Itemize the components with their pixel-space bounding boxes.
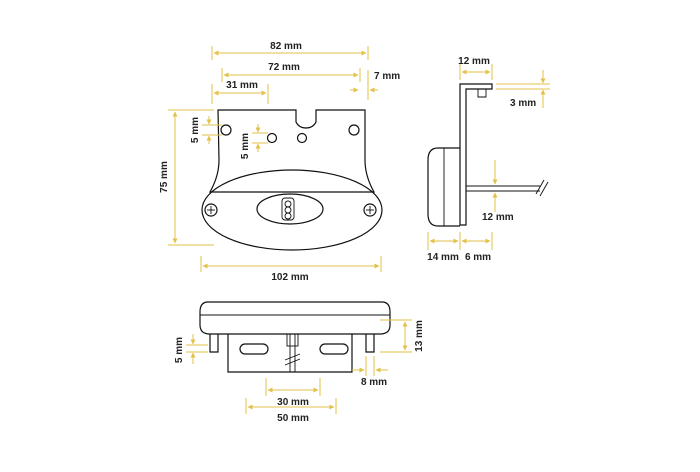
plate-hole-left	[220, 124, 232, 136]
dim-side-3: 3 mm	[496, 70, 550, 109]
screw-left	[204, 203, 218, 217]
dim-72: 72 mm	[221, 62, 361, 82]
dim-72-label: 72 mm	[268, 62, 300, 73]
dim-bottom-8: 8 mm	[352, 356, 388, 388]
bottom-view: 5 mm 13 mm 8 mm 30 mm 50	[174, 301, 425, 424]
screw-right	[363, 203, 377, 217]
bottom-lamp-body	[199, 301, 391, 335]
dim-82: 82 mm	[211, 41, 369, 60]
side-bracket	[459, 83, 493, 226]
dim-75: 75 mm	[159, 109, 214, 246]
dim-5-mid-label: 5 mm	[240, 133, 251, 159]
dim-75-label: 75 mm	[159, 161, 170, 193]
dim-7: 7 mm	[350, 70, 400, 100]
dim-bottom-13-label: 13 mm	[414, 320, 425, 352]
plate-hole-mid-2	[296, 132, 308, 144]
bottom-cable	[284, 333, 301, 372]
dim-102-label: 102 mm	[271, 272, 308, 283]
lamp-lens	[256, 193, 324, 225]
dim-5-mid: 5 mm	[240, 124, 268, 159]
plate-hole-mid-1	[266, 132, 278, 144]
dim-bottom-30-label: 30 mm	[277, 397, 309, 408]
bottom-tab-right	[365, 334, 375, 353]
dim-bottom-5: 5 mm	[174, 334, 208, 364]
dim-bottom-50: 50 mm	[245, 398, 337, 424]
dim-side-14-6: 14 mm 6 mm	[427, 232, 493, 263]
dim-bottom-5-label: 5 mm	[174, 337, 185, 363]
dim-bottom-13: 13 mm	[380, 319, 425, 353]
dim-82-label: 82 mm	[270, 41, 302, 52]
dim-bottom-50-label: 50 mm	[277, 413, 309, 424]
dim-5-left: 5 mm	[190, 116, 222, 144]
dim-102: 102 mm	[200, 256, 382, 283]
dim-side-12-cable: 12 mm	[482, 160, 514, 223]
dim-side-12-top-label: 12 mm	[458, 56, 490, 67]
dim-side-12-top: 12 mm	[458, 56, 493, 80]
dim-31-label: 31 mm	[226, 80, 258, 91]
plate-hole-right	[348, 124, 360, 136]
dim-7-label: 7 mm	[374, 71, 400, 82]
side-lamp-body	[427, 147, 460, 227]
lamp-body	[201, 169, 383, 251]
bracket-plate	[208, 109, 376, 193]
front-view: 82 mm 72 mm 7 mm 31 mm 5	[159, 41, 400, 283]
slot-left	[239, 343, 269, 355]
side-cable	[466, 179, 549, 197]
dim-31: 31 mm	[211, 80, 269, 104]
dim-side-12-cable-label: 12 mm	[482, 212, 514, 223]
dim-5-left-label: 5 mm	[190, 117, 201, 143]
dim-bottom-8-label: 8 mm	[361, 377, 387, 388]
slot-right	[319, 343, 349, 355]
side-bracket-tab	[477, 89, 487, 98]
dim-bottom-30: 30 mm	[265, 378, 321, 408]
dim-side-6-label: 6 mm	[465, 252, 491, 263]
side-view: 12 mm 3 mm 12 mm 14 mm 6 mm	[427, 56, 550, 263]
bottom-tab-left	[209, 334, 219, 353]
dim-side-14-label: 14 mm	[427, 252, 459, 263]
led-element	[281, 197, 295, 221]
dim-side-3-label: 3 mm	[510, 98, 536, 109]
